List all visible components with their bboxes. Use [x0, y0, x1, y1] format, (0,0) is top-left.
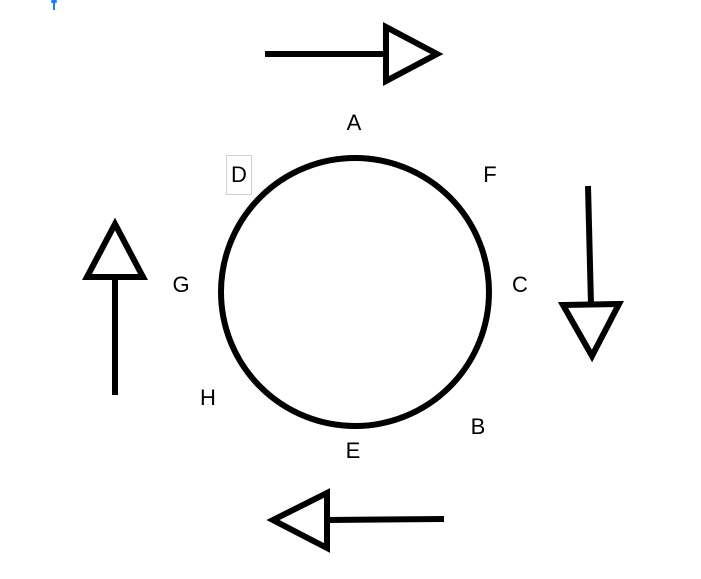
- arrow-up[interactable]: [82, 217, 148, 395]
- label-c[interactable]: C: [512, 272, 528, 297]
- label-d-selected[interactable]: D: [226, 155, 252, 195]
- arrow-right[interactable]: [265, 22, 444, 86]
- text-cursor: [51, 0, 57, 10]
- label-h[interactable]: H: [200, 385, 216, 410]
- label-e[interactable]: E: [345, 438, 361, 463]
- arrow-left[interactable]: [266, 488, 445, 553]
- label-f[interactable]: F: [483, 162, 497, 187]
- label-b[interactable]: B: [470, 414, 486, 439]
- label-a[interactable]: A: [346, 110, 362, 135]
- label-g[interactable]: G: [172, 272, 190, 297]
- circle[interactable]: [218, 155, 492, 429]
- arrow-down[interactable]: [557, 185, 624, 363]
